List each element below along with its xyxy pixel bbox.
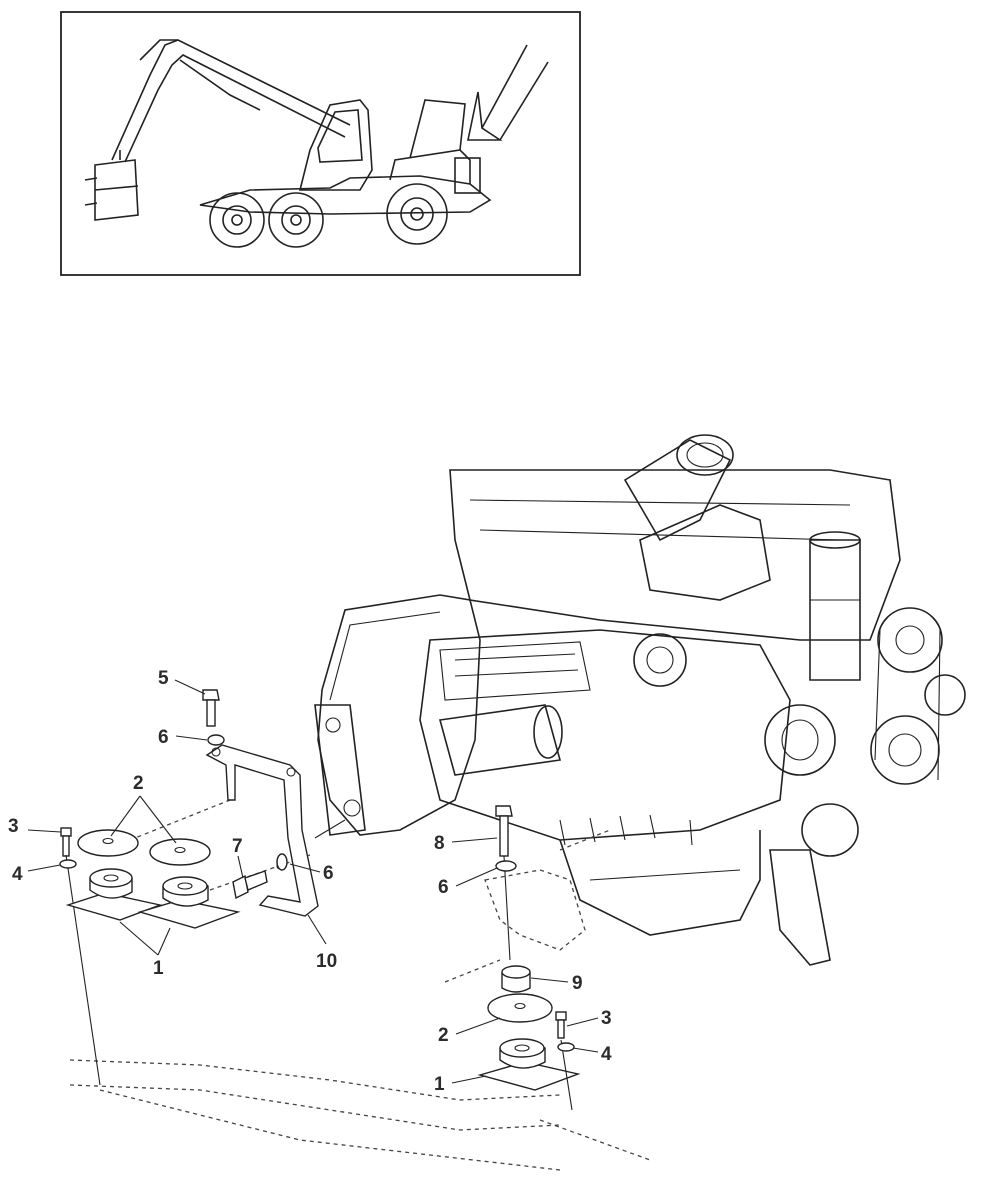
washer-icon <box>276 853 288 871</box>
inset-panel <box>60 11 581 276</box>
engine-assembly <box>314 434 966 966</box>
washer-disc-icon <box>487 993 553 1023</box>
callout-2-right: 2 <box>438 1025 449 1046</box>
washer-icon <box>557 1042 575 1052</box>
callout-6-mid: 6 <box>323 863 334 884</box>
spacer-icon <box>501 965 531 993</box>
rubber-mount-icon <box>65 868 163 921</box>
bolt-icon <box>232 870 268 900</box>
bolt-icon <box>202 689 220 727</box>
mounting-bracket-icon <box>205 744 319 917</box>
callout-9: 9 <box>572 973 583 994</box>
harvester-icon <box>84 39 549 248</box>
bolt-icon <box>555 1011 573 1111</box>
callout-1-right: 1 <box>434 1074 445 1095</box>
callout-10: 10 <box>316 951 337 972</box>
callout-8: 8 <box>434 833 445 854</box>
callout-1-left: 1 <box>153 958 164 979</box>
callout-3-right: 3 <box>601 1008 612 1029</box>
callout-4-right: 4 <box>601 1044 612 1065</box>
bolt-icon <box>495 805 513 961</box>
washer-icon <box>207 734 225 746</box>
callout-leaders <box>27 679 599 1084</box>
washer-icon <box>495 860 517 872</box>
callout-4-left: 4 <box>12 864 23 885</box>
rubber-mount-icon <box>137 876 241 929</box>
washer-disc-icon <box>149 838 211 866</box>
callout-labels: 3 4 2 1 5 6 7 6 10 8 6 9 2 3 4 1 <box>8 668 612 1095</box>
washer-icon <box>59 859 77 869</box>
callout-5: 5 <box>158 668 169 689</box>
callout-6-top: 6 <box>158 727 169 748</box>
bolt-icon <box>60 827 101 1086</box>
callout-6-right: 6 <box>438 877 449 898</box>
right-mount-group <box>444 805 581 1111</box>
rubber-mount-icon <box>477 1038 581 1091</box>
callout-3-left: 3 <box>8 816 19 837</box>
left-mount-group <box>59 689 346 1086</box>
washer-disc-icon <box>77 829 139 857</box>
callout-2-left: 2 <box>133 773 144 794</box>
callout-7: 7 <box>232 836 243 857</box>
